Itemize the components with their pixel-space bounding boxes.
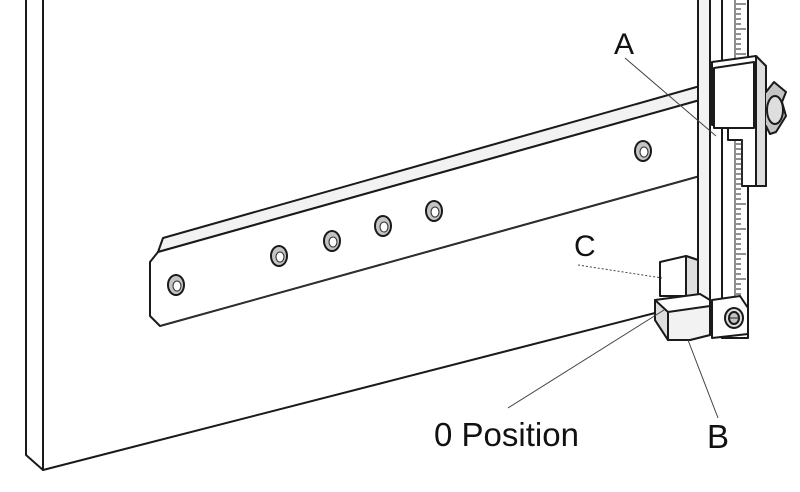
label-a: A bbox=[614, 28, 634, 61]
leader-b bbox=[687, 339, 719, 419]
adjust-screw bbox=[724, 307, 744, 329]
leader-lines bbox=[507, 57, 719, 419]
label-b: B bbox=[707, 418, 729, 455]
hole bbox=[323, 230, 341, 252]
arm-holes bbox=[167, 140, 652, 296]
label-c: C bbox=[574, 230, 596, 263]
leader-c bbox=[577, 264, 663, 279]
hole bbox=[425, 200, 443, 222]
hole bbox=[374, 215, 392, 237]
leader-zero bbox=[507, 309, 665, 409]
horizontal-arm bbox=[149, 85, 701, 327]
leader-a bbox=[624, 57, 717, 137]
door-panel bbox=[25, 0, 656, 471]
hole bbox=[167, 274, 185, 296]
lock-knob bbox=[765, 81, 787, 135]
label-zero-position: 0 Position bbox=[434, 416, 579, 453]
upper-slider bbox=[711, 55, 767, 187]
hole bbox=[270, 245, 288, 267]
hole bbox=[634, 140, 652, 162]
